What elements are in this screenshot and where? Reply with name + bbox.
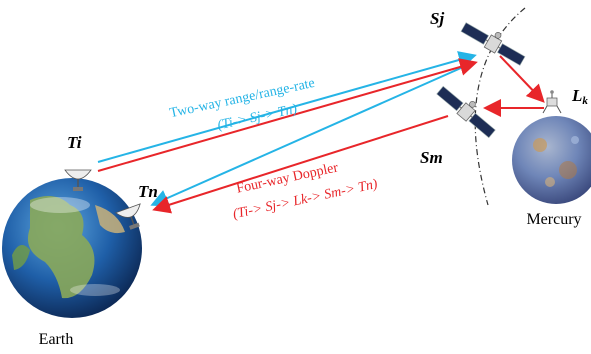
earth-globe: [2, 178, 142, 318]
four-way-downlink: [152, 115, 449, 214]
ti-label: Ti: [67, 133, 82, 152]
lk-label: Lk: [571, 86, 588, 107]
ground-antenna-icon: [114, 203, 141, 230]
two-way-downlink: [150, 63, 471, 207]
four-way-sj-to-lander: [499, 55, 545, 103]
satellite-icon: [436, 85, 496, 139]
mercury-label: Mercury: [526, 211, 581, 228]
earth-label: Earth: [39, 331, 74, 348]
satellite-icon: [460, 22, 526, 66]
ground-antenna-icon: [64, 169, 92, 191]
two-way-uplink: [97, 51, 477, 163]
lander-icon: [542, 90, 562, 114]
sj-label: Sj: [430, 9, 444, 28]
mercury-globe: [512, 116, 591, 204]
sm-label: Sm: [420, 148, 443, 167]
lk-label-subscript: k: [582, 95, 588, 107]
mercury-orbit-arc: [474, 7, 526, 206]
four-way-uplink: [97, 58, 478, 172]
tn-label: Tn: [138, 182, 158, 201]
lk-label-main: L: [571, 86, 582, 105]
